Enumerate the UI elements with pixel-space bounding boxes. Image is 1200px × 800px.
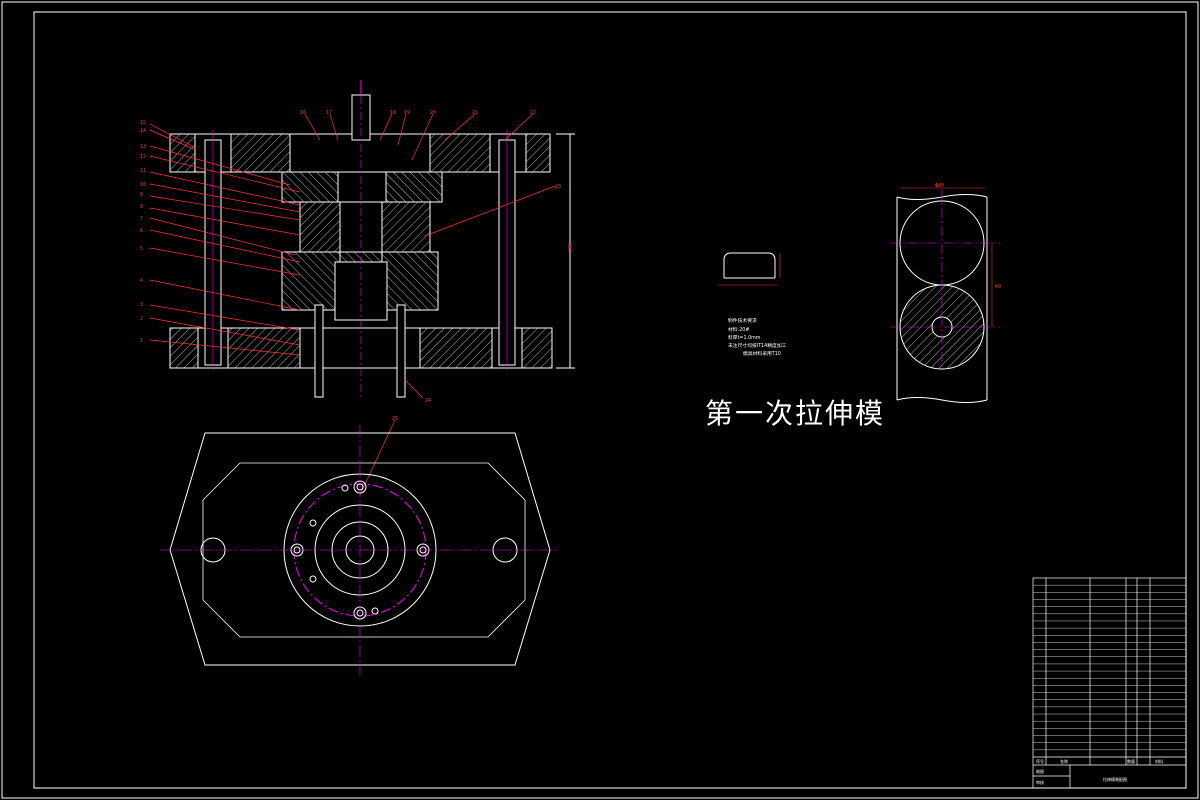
svg-text:7: 7: [140, 216, 143, 222]
svg-text:制件技术要求: 制件技术要求: [728, 317, 757, 324]
svg-text:数量: 数量: [1127, 758, 1135, 764]
svg-text:3: 3: [140, 302, 143, 308]
svg-text:2: 2: [140, 316, 143, 322]
svg-text:18: 18: [390, 110, 396, 116]
svg-text:11: 11: [140, 168, 146, 174]
svg-text:15: 15: [140, 120, 146, 126]
svg-text:16: 16: [300, 110, 306, 116]
svg-text:料厚t=1.0mm: 料厚t=1.0mm: [728, 334, 761, 341]
svg-text:17: 17: [326, 110, 332, 116]
overall-height-dim: 390: [568, 243, 574, 252]
svg-text:23: 23: [555, 184, 561, 190]
svg-text:13: 13: [140, 144, 146, 150]
svg-text:名称: 名称: [1060, 758, 1068, 764]
svg-text:4: 4: [140, 278, 143, 284]
plan-view: [160, 425, 560, 675]
layout-view: [890, 187, 1000, 403]
technical-notes: 制件技术要求 材料:20# 料厚t=1.0mm 未注尺寸均按IT14精度加工 模…: [728, 317, 787, 357]
svg-text:22: 22: [530, 110, 536, 116]
svg-text:21: 21: [472, 110, 478, 116]
svg-text:20: 20: [430, 110, 436, 116]
title-block-rows: [1033, 584, 1186, 751]
svg-text:9: 9: [140, 192, 143, 198]
svg-text:1: 1: [140, 338, 143, 344]
title-block: [1032, 577, 1187, 789]
section-view: [169, 80, 575, 400]
svg-text:审核: 审核: [1036, 779, 1044, 785]
svg-text:12: 12: [140, 154, 146, 160]
leader-lines: [149, 113, 556, 496]
svg-text:10: 10: [140, 182, 146, 188]
title-block-text: 序号 名称 数量 材料 制图 审核 拉伸模装配图: [1036, 758, 1163, 785]
svg-text:材料:20#: 材料:20#: [728, 326, 749, 333]
svg-text:未注尺寸均按IT14精度加工: 未注尺寸均按IT14精度加工: [728, 342, 787, 349]
svg-text:6: 6: [140, 228, 143, 234]
svg-text:25: 25: [392, 416, 398, 422]
svg-text:模具材料采用T10: 模具材料采用T10: [743, 350, 781, 357]
svg-text:19: 19: [404, 110, 410, 116]
title-block-heading: 拉伸模装配图: [1103, 776, 1127, 782]
layout-width-dim: Φ80: [935, 183, 944, 189]
svg-text:24: 24: [425, 398, 431, 404]
svg-text:14: 14: [140, 128, 146, 134]
part-numbers: 15 14 13 12 11 10 9 8 7 6 5 4 3 2 1 16 1…: [140, 110, 561, 422]
svg-text:材料: 材料: [1155, 758, 1163, 764]
drawing-frame-inner: [33, 11, 1187, 789]
svg-text:制图: 制图: [1036, 768, 1044, 774]
svg-text:5: 5: [140, 246, 143, 252]
svg-text:8: 8: [140, 204, 143, 210]
workpiece-sketch: [718, 252, 781, 286]
layout-pitch-dim: 60: [995, 284, 1001, 290]
svg-text:序号: 序号: [1036, 758, 1044, 764]
drawing-title: 第一次拉伸模: [705, 397, 886, 430]
